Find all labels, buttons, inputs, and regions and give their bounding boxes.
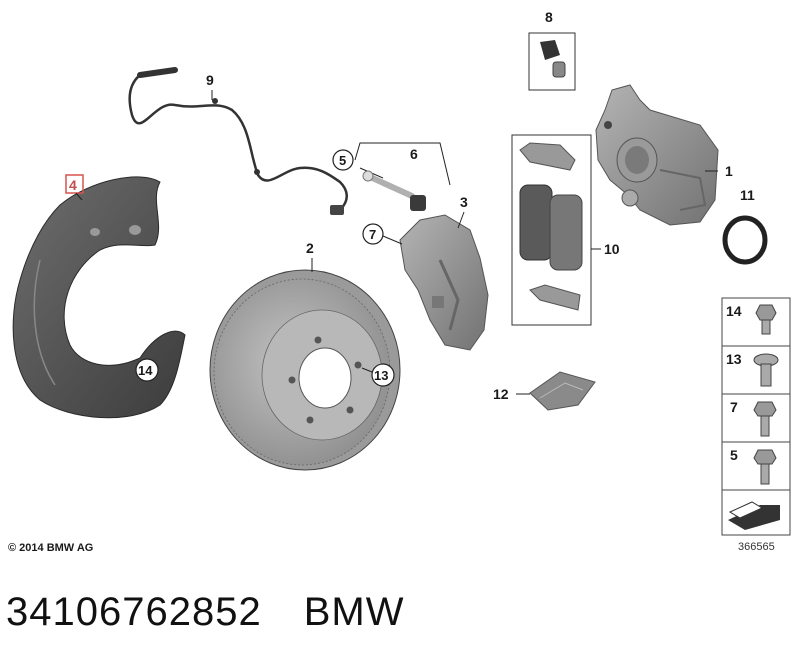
diagram-arrow-icon — [728, 501, 780, 530]
parts-diagram: 4 14 2 13 9 5 6 3 — [12, 9, 791, 536]
callout-12: 12 — [493, 386, 509, 402]
brake-caliper[interactable] — [595, 84, 719, 226]
caliper-carrier[interactable] — [399, 214, 489, 351]
brake-pad-set[interactable] — [519, 142, 583, 311]
wear-sensor-cable[interactable] — [128, 67, 348, 215]
diagram-reference-number: 366565 — [738, 541, 775, 553]
legend-label-14: 14 — [726, 303, 742, 319]
guide-bolt-icon — [753, 449, 777, 485]
footer-caption: 34106762852 BMW — [6, 590, 404, 635]
callout-10: 10 — [604, 241, 620, 257]
brake-disc[interactable] — [209, 269, 401, 471]
guide-bolt[interactable] — [362, 170, 426, 211]
callout-4: 4 — [69, 177, 77, 193]
callout-7: 7 — [369, 227, 376, 242]
copyright-notice: © 2014 BMW AG — [8, 542, 94, 554]
callout-5: 5 — [339, 153, 346, 168]
bushing-kit[interactable] — [540, 40, 566, 78]
brand-name: BMW — [303, 590, 405, 634]
callout-4-box — [65, 174, 84, 194]
callout-14-shield: 14 — [138, 363, 153, 378]
lubricant-sachet[interactable] — [529, 371, 596, 411]
callout-3: 3 — [460, 194, 468, 210]
splash-shield[interactable] — [12, 176, 186, 419]
callout-11: 11 — [740, 187, 755, 203]
callout-9: 9 — [206, 72, 214, 88]
legend-label-5: 5 — [730, 447, 738, 463]
seal-ring[interactable] — [722, 215, 768, 265]
fastener-legend — [721, 297, 791, 536]
callout-8: 8 — [545, 9, 553, 25]
callout-1: 1 — [725, 163, 733, 179]
legend-label-7: 7 — [730, 399, 738, 415]
wheel-bolt-icon — [753, 353, 779, 387]
hex-bolt-icon — [753, 401, 777, 437]
part-number: 34106762852 — [6, 590, 262, 634]
legend-label-13: 13 — [726, 351, 742, 367]
callout-2: 2 — [306, 240, 314, 256]
callout-13-disc: 13 — [374, 368, 388, 383]
callout-6: 6 — [410, 146, 418, 162]
flange-bolt-icon — [755, 304, 777, 335]
